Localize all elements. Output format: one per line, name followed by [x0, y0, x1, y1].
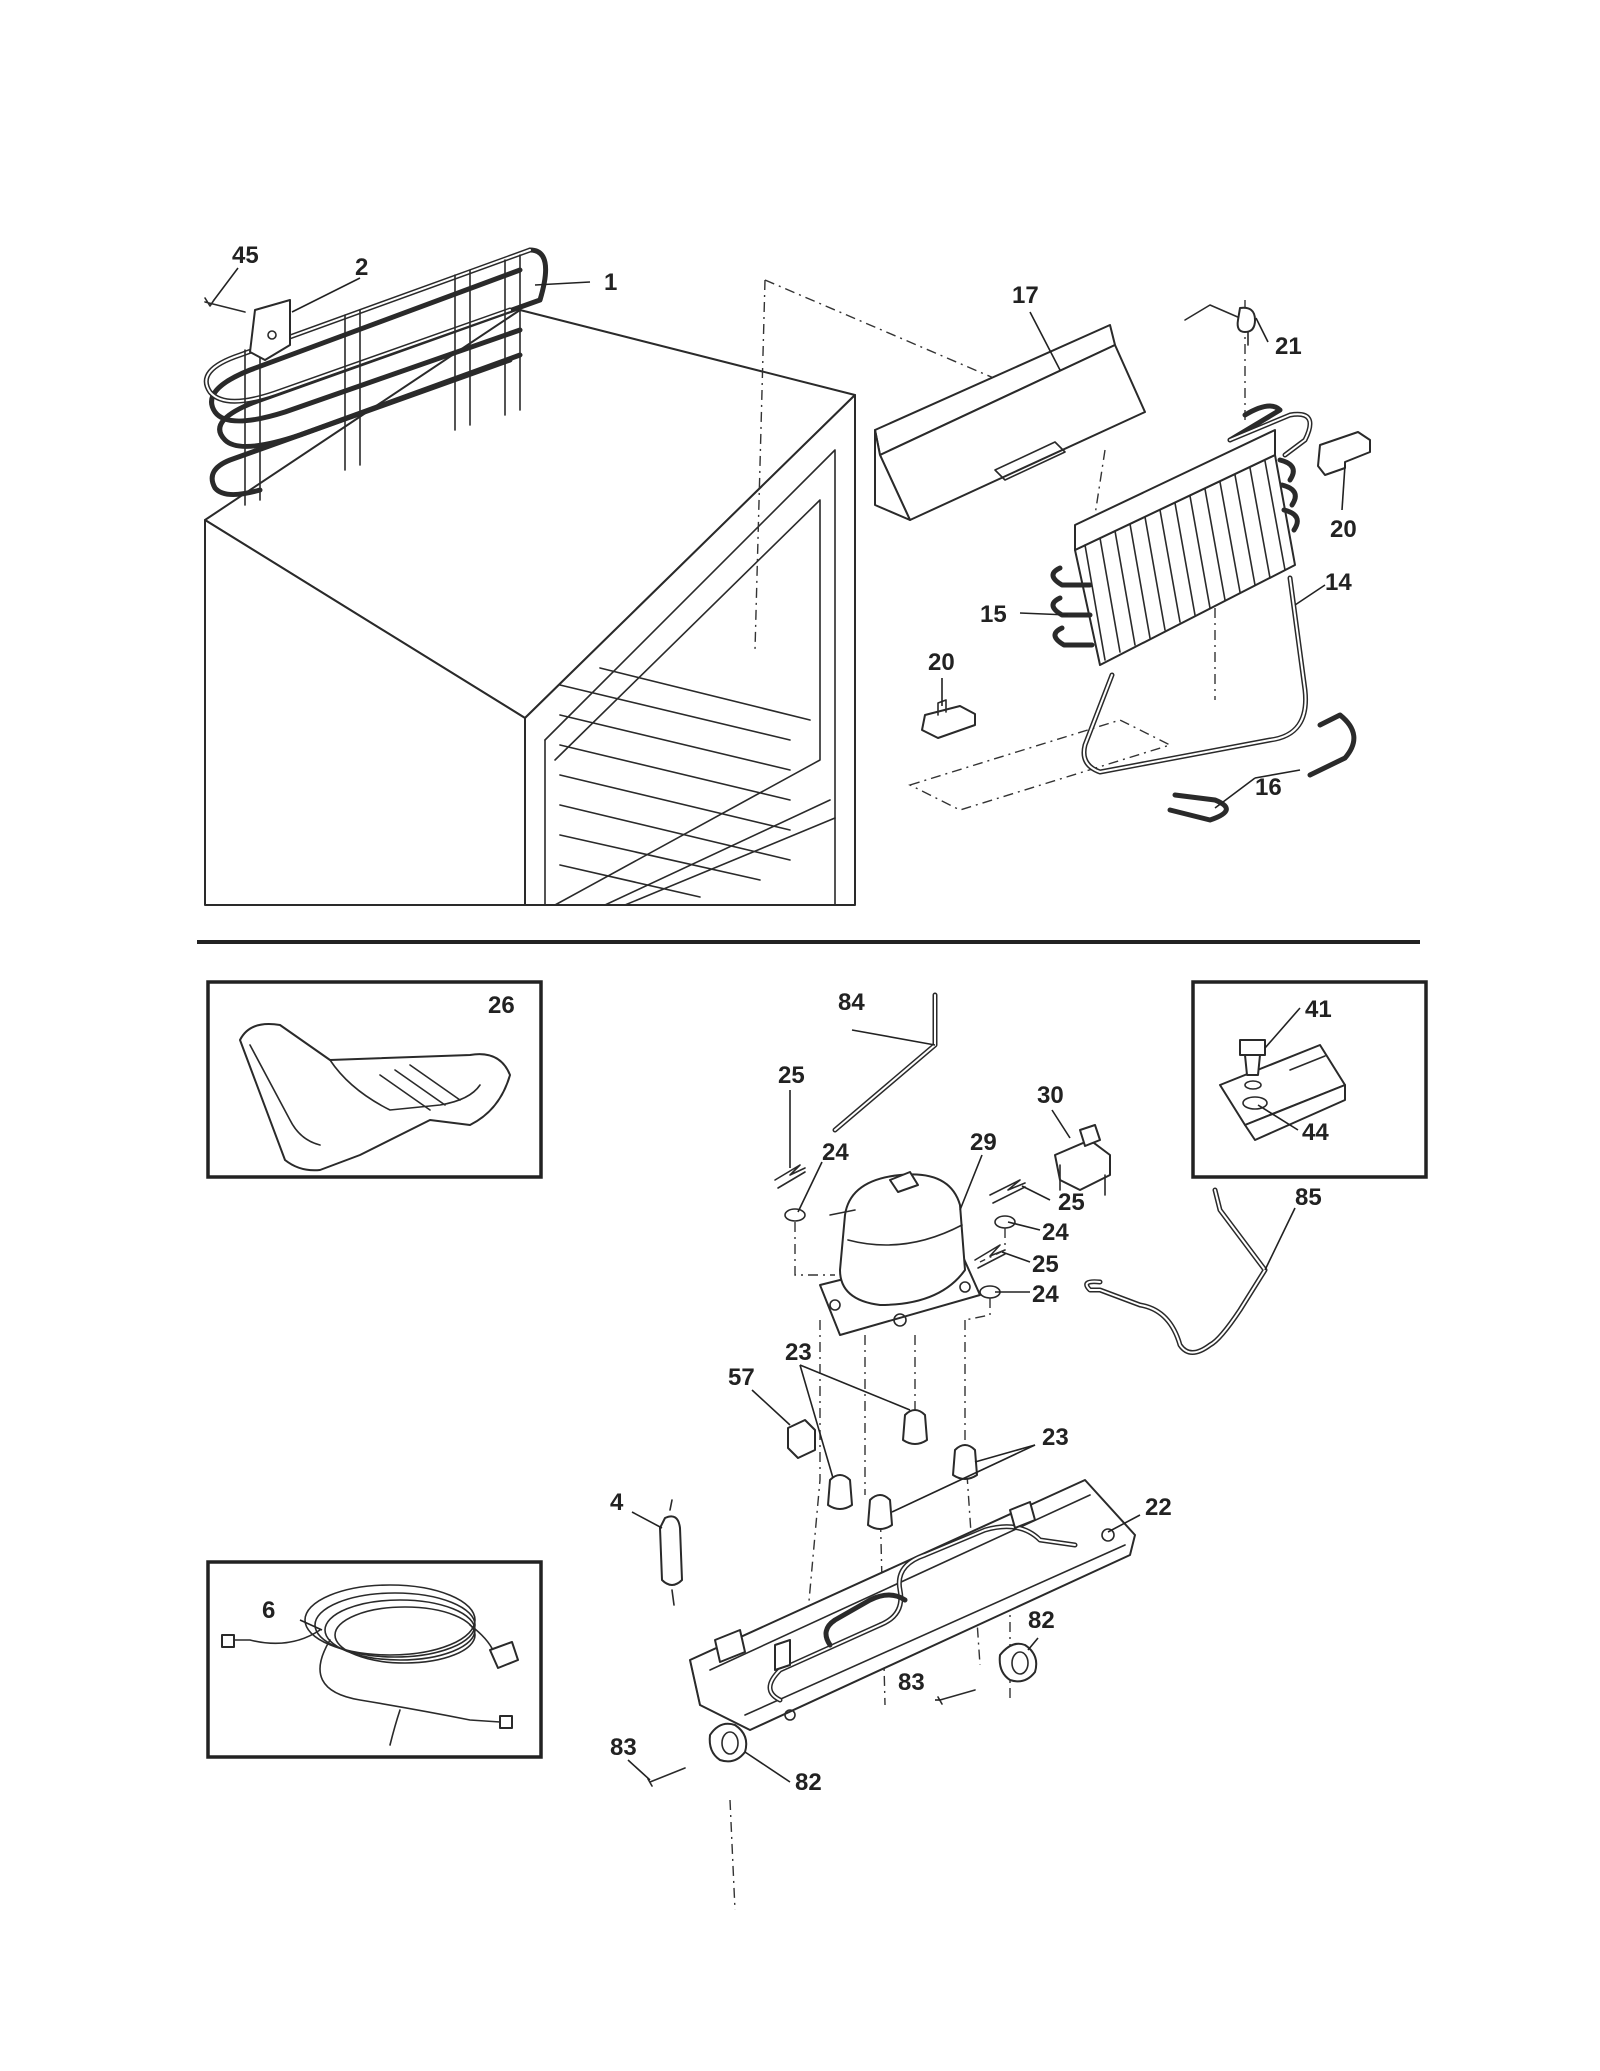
mounting-bracket — [1219, 1039, 1346, 1141]
callout-2: 2 — [355, 254, 368, 281]
callout-45: 45 — [232, 242, 259, 269]
callout-14: 14 — [1325, 569, 1352, 596]
callout-30: 30 — [1037, 1082, 1064, 1109]
grommet-4 — [867, 1494, 893, 1530]
callout-82-right: 82 — [1028, 1607, 1055, 1634]
callout-82-left: 82 — [795, 1769, 822, 1796]
drain-pan — [239, 1023, 511, 1172]
discharge-tube — [1084, 1187, 1268, 1355]
callout-41: 41 — [1305, 996, 1332, 1023]
callout-15: 15 — [980, 601, 1007, 628]
compressor — [819, 1171, 981, 1336]
compressor-base-plate — [689, 1479, 1136, 1731]
compressor-clip-left — [774, 1164, 806, 1189]
washer-left — [784, 1208, 806, 1222]
evaporator-sensor — [1184, 304, 1256, 346]
power-cord — [221, 1584, 519, 1746]
grommet-3 — [952, 1444, 978, 1480]
roller-right — [998, 1642, 1038, 1683]
callout-25-right-lower: 25 — [1032, 1251, 1059, 1278]
callout-44: 44 — [1302, 1119, 1329, 1146]
callout-83-left: 83 — [610, 1734, 637, 1761]
mounting-bracket-inset — [1191, 980, 1428, 1179]
callout-17: 17 — [1012, 282, 1039, 309]
cabinet-assembly — [204, 309, 856, 906]
roller-screw-left — [647, 1767, 686, 1787]
freezer-liner-ribs — [559, 667, 811, 898]
condenser-screw — [204, 297, 246, 313]
callout-24-left: 24 — [822, 1139, 849, 1166]
evaporator-clip-right — [1317, 431, 1371, 476]
callout-23-lower: 23 — [1042, 1424, 1069, 1451]
compressor-relay — [1054, 1124, 1111, 1196]
washer-right-upper — [994, 1215, 1016, 1229]
callout-22: 22 — [1145, 1494, 1172, 1521]
callout-25-right-upper: 25 — [1058, 1189, 1085, 1216]
callout-16: 16 — [1255, 774, 1282, 801]
evaporator — [1050, 403, 1313, 666]
filter-drier — [659, 1515, 683, 1586]
callout-numbers: 1 2 45 17 21 20 15 14 16 20 26 84 25 30 … — [232, 242, 1357, 1796]
condenser-bracket — [249, 299, 291, 361]
callout-83-right: 83 — [898, 1669, 925, 1696]
callout-leaders — [213, 267, 1346, 1783]
callout-84: 84 — [838, 989, 865, 1016]
callout-23-upper: 23 — [785, 1339, 812, 1366]
callout-4: 4 — [610, 1489, 624, 1516]
callout-29: 29 — [970, 1129, 997, 1156]
roller-screw-right — [937, 1689, 976, 1705]
callout-24-right-upper: 24 — [1042, 1219, 1069, 1246]
evaporator-clip-left — [921, 705, 976, 739]
callout-25-left: 25 — [778, 1062, 805, 1089]
evaporator-drip-tray — [874, 324, 1146, 521]
roller-left — [708, 1722, 748, 1763]
callout-20-right: 20 — [1330, 516, 1357, 543]
callout-26: 26 — [488, 992, 515, 1019]
callout-1: 1 — [604, 269, 617, 296]
compressor-clip-right-upper — [989, 1179, 1026, 1204]
heater-retainer-left — [1167, 792, 1229, 823]
callout-85: 85 — [1295, 1184, 1322, 1211]
callout-21: 21 — [1275, 333, 1302, 360]
callout-24-right-lower: 24 — [1032, 1281, 1059, 1308]
grommet-1 — [902, 1409, 928, 1445]
grommet-2 — [827, 1474, 853, 1510]
heater-retainer-right — [1307, 712, 1357, 778]
callout-6: 6 — [262, 1597, 275, 1624]
power-cord-inset — [206, 1560, 543, 1759]
tubing-clip — [787, 1419, 816, 1459]
drain-pan-inset — [206, 980, 543, 1179]
callout-20-left: 20 — [928, 649, 955, 676]
callout-57: 57 — [728, 1364, 755, 1391]
condenser-coil — [203, 247, 549, 506]
